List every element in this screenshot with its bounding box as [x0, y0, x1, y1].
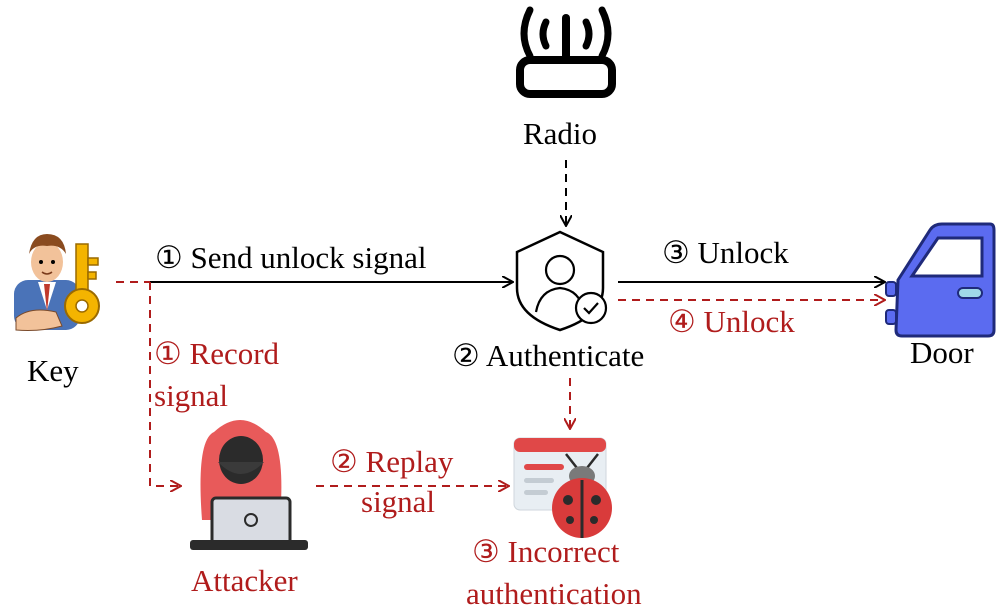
- radio-icon: [516, 6, 616, 98]
- key-icon: [14, 234, 100, 331]
- authenticate-label: ② Authenticate: [452, 338, 645, 373]
- record-signal-arrow: [149, 282, 180, 486]
- shield-user-icon: [515, 230, 608, 332]
- door-label: Door: [910, 335, 974, 370]
- attacker-icon: [190, 420, 308, 550]
- door-icon: [885, 222, 996, 338]
- bug-window-icon: [513, 437, 612, 538]
- record-label-line2: signal: [154, 378, 229, 413]
- replay-label-line1: ② Replay: [330, 444, 454, 479]
- radio-label: Radio: [523, 116, 598, 151]
- key-label: Key: [27, 353, 79, 388]
- attacker-label: Attacker: [191, 563, 298, 598]
- replay-label-line2: signal: [361, 484, 436, 519]
- incorrect-label-line2: authentication: [466, 576, 642, 611]
- send-unlock-label: ① Send unlock signal: [155, 240, 427, 275]
- incorrect-label-line1: ③ Incorrect: [472, 534, 620, 569]
- record-label-line1: ① Record: [154, 336, 280, 371]
- attack-unlock-label: ④ Unlock: [668, 304, 795, 339]
- unlock-label: ③ Unlock: [662, 235, 789, 270]
